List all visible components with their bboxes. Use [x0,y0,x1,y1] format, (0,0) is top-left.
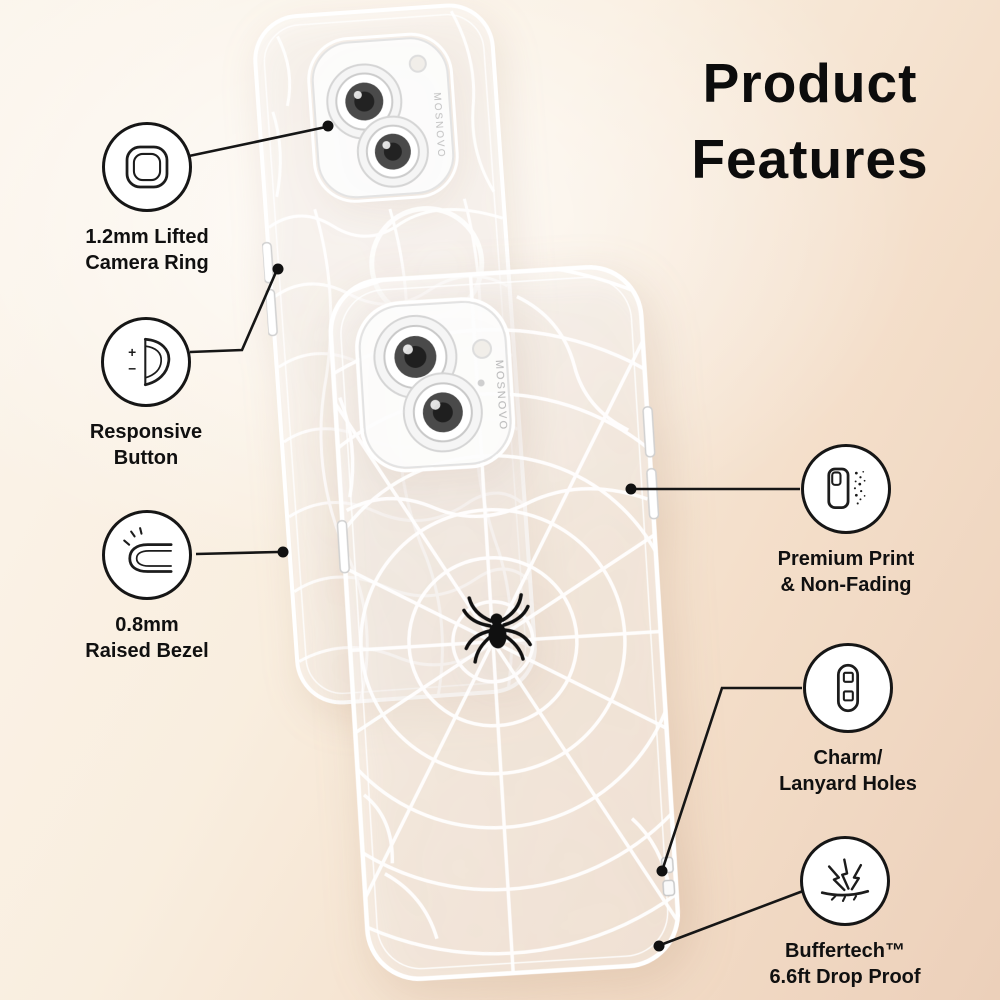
minus-symbol: − [128,362,136,377]
feature-label: Buffertech™ 6.6ft Drop Proof [769,939,920,990]
feature-label-line: & Non-Fading [780,573,912,596]
shockproof-icon [800,836,890,926]
feature-label-line: 1.2mm Lifted [85,226,209,248]
feature-responsive-button: + − Responsive Button [36,317,256,471]
feature-label-line: Lanyard Holes [779,772,917,795]
spider-silhouette [462,593,532,664]
plus-symbol: + [128,345,136,360]
camera-module: MOSNOVO [355,297,516,473]
camera-ring-icon [102,122,192,212]
feature-label: Charm/ Lanyard Holes [779,746,917,797]
camera-lens [356,115,429,188]
feature-label-line: Raised Bezel [85,639,209,662]
feature-label: Premium Print & Non-Fading [778,547,915,598]
side-buttons [336,406,660,574]
lanyard-holes-icon [803,643,893,733]
feature-premium-print: Premium Print & Non-Fading [736,444,956,598]
feature-label-line: Premium Print [777,548,915,570]
print-sparkle-icon [801,444,891,534]
camera-module: MOSNOVO [307,32,459,203]
page-title: Product Features [645,46,975,198]
feature-label-line: Charm/ [813,747,883,769]
feature-raised-bezel: 0.8mm Raised Bezel [37,510,257,664]
camera-lens [402,372,483,453]
camera-flash [408,54,427,73]
brand-text: MOSNOVO [493,359,509,431]
phone-case-rear-large: MOSNOVO [320,257,688,995]
feature-buffertech-drop-proof: Buffertech™ 6.6ft Drop Proof [735,836,955,990]
camera-mic [477,379,485,387]
title-line-2: Features [691,127,929,190]
feature-label: Responsive Button [90,420,202,471]
title-line-1: Product [702,52,918,114]
brand-text: MOSNOVO [431,92,447,159]
feature-label: 0.8mm Raised Bezel [85,613,208,664]
feature-charm-lanyard-holes: Charm/ Lanyard Holes [738,643,958,797]
side-button-icon: + − [101,317,191,407]
raised-bezel-icon [102,510,192,600]
feature-label-line: 6.6ft Drop Proof [769,965,921,988]
feature-label-line: Responsive [89,421,203,443]
feature-label-line: Button [113,446,179,469]
web-spokes [327,264,681,982]
feature-label-line: Camera Ring [85,251,209,274]
sparkle-dots [853,470,866,505]
feature-lifted-camera-ring: 1.2mm Lifted Camera Ring [37,122,257,276]
feature-label-line: Buffertech™ [784,940,905,962]
camera-flash [472,338,493,359]
feature-label-line: 0.8mm [115,614,179,636]
feature-label: 1.2mm Lifted Camera Ring [85,225,208,276]
